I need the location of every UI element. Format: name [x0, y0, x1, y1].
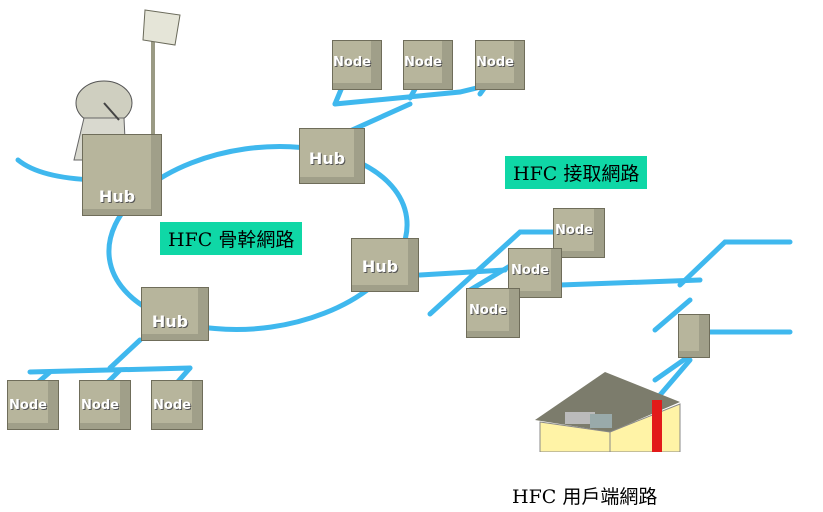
- right-hub: Hub: [351, 238, 419, 292]
- lower-hub: Hub: [141, 287, 209, 341]
- customer-bus: [677, 239, 793, 288]
- upper-hub: Hub: [299, 128, 365, 184]
- top-node-3: Node: [475, 40, 525, 90]
- top-node-2: Node: [403, 40, 453, 90]
- customer-label: HFC 用戶端網路: [512, 486, 658, 508]
- access-label: HFC 接取網路: [505, 156, 648, 189]
- backbone-label: HFC 骨幹網路: [160, 222, 303, 255]
- bottom-node-3: Node: [151, 380, 203, 430]
- bottom-node-1: Node: [7, 380, 59, 430]
- main-hub: Hub: [82, 134, 162, 216]
- top-node-1: Node: [332, 40, 382, 90]
- access-node-2: Node: [508, 248, 562, 298]
- tap-box-icon: [678, 314, 710, 358]
- backbone-ring: [106, 143, 410, 333]
- antenna-icon: [142, 9, 181, 135]
- bottom-node-2: Node: [79, 380, 131, 430]
- access-node-3: Node: [466, 288, 520, 338]
- access-link: [417, 267, 508, 278]
- house-icon: [535, 372, 681, 452]
